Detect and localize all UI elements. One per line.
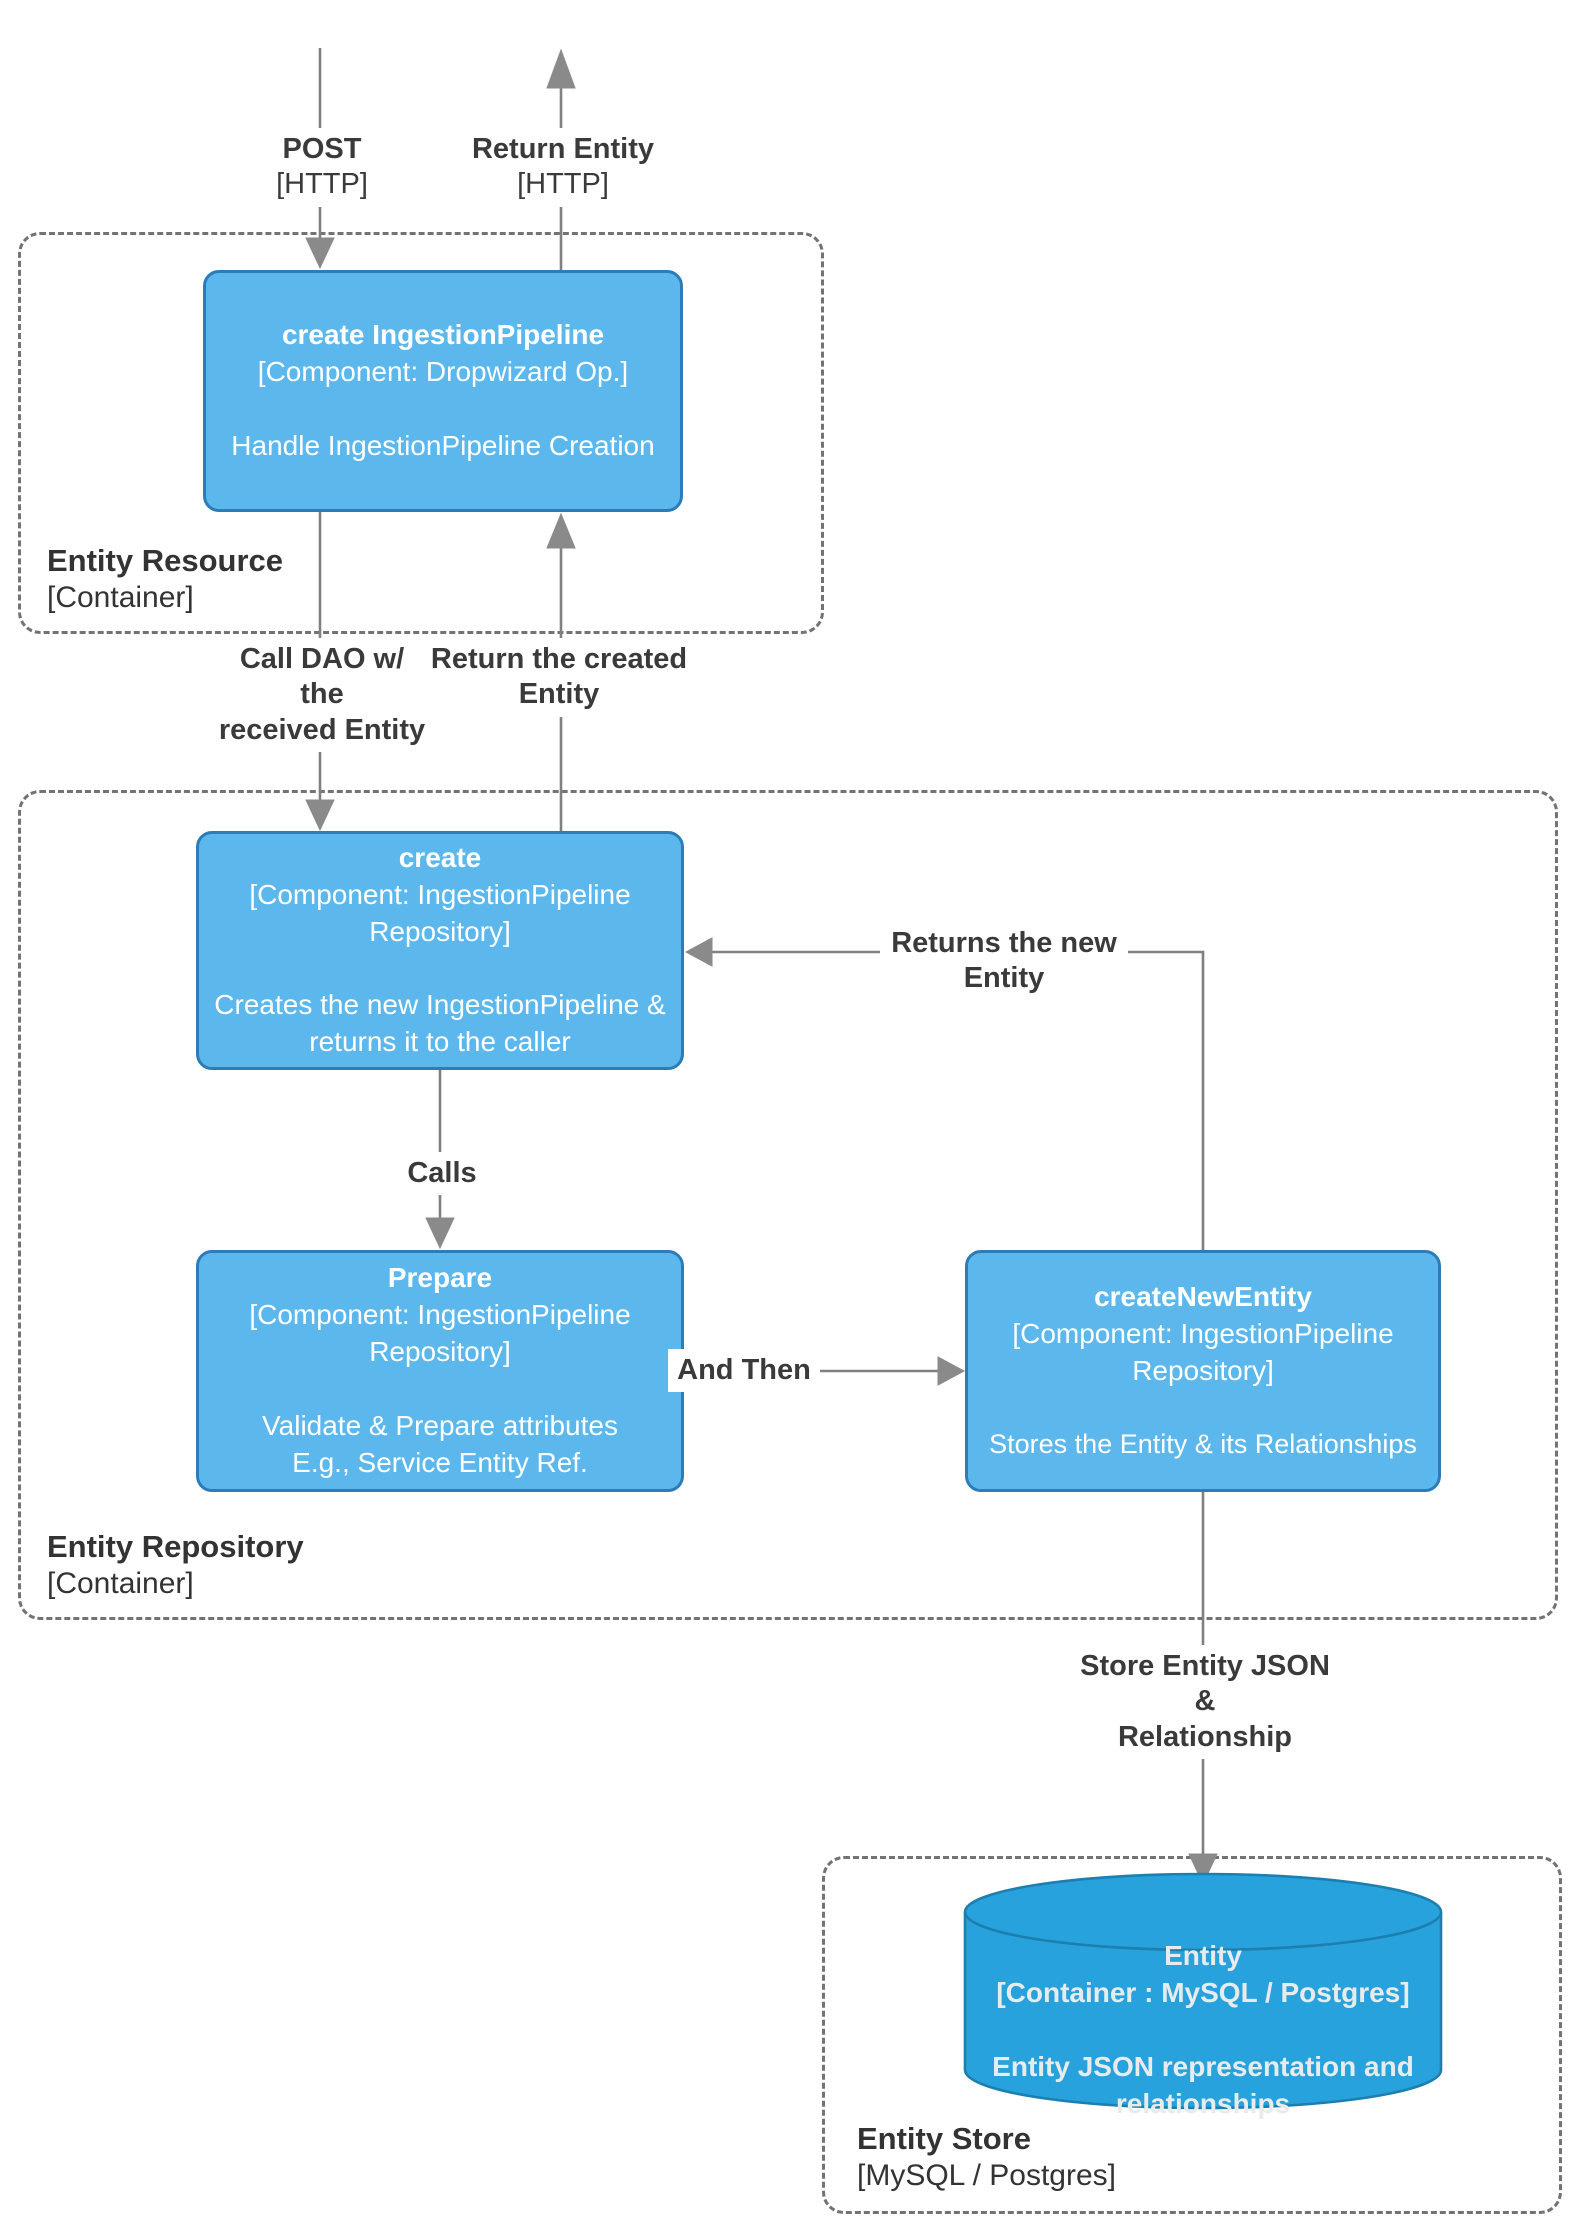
edge-label-store-entity-json: Store Entity JSON & Relationship xyxy=(1073,1645,1337,1760)
node-create-ingestion-pipeline: create IngestionPipeline [Component: Dro… xyxy=(203,270,683,512)
edge-label-post: POST [HTTP] xyxy=(228,128,416,207)
edge-label-and-then: And Then xyxy=(668,1349,820,1393)
edge-label-calls: Calls xyxy=(388,1152,496,1196)
container-name: Entity Store xyxy=(857,2121,1031,2157)
node-description-line: E.g., Service Entity Ref. xyxy=(292,1446,588,1478)
node-title: Entity xyxy=(1164,1940,1242,1971)
edge-name: POST xyxy=(282,133,362,165)
node-description-line: Validate & Prepare attributes xyxy=(262,1409,618,1441)
edge-name: Entity xyxy=(518,678,600,711)
container-entity-store-label: Entity Store [MySQL / Postgres] xyxy=(857,2121,1116,2193)
node-title: Prepare xyxy=(387,1262,493,1294)
node-entity-database: Entity [Container : MySQL / Postgres] En… xyxy=(963,1872,1443,2119)
node-meta: [Component: IngestionPipeline Repository… xyxy=(249,1299,631,1368)
node-meta: [Container : MySQL / Postgres] xyxy=(996,1976,1410,2008)
container-name: Entity Resource xyxy=(47,543,284,579)
node-description: Stores the Entity & its Relationships xyxy=(989,1429,1417,1460)
node-description: Handle IngestionPipeline Creation xyxy=(231,429,655,461)
edge-name: Returns the new xyxy=(891,927,1117,959)
edge-name: received Entity xyxy=(218,713,426,746)
edge-name: Store Entity JSON xyxy=(1080,1650,1330,1682)
node-meta: [Component: IngestionPipeline Repository… xyxy=(249,878,631,947)
node-description: Entity JSON representation and relations… xyxy=(992,2050,1414,2119)
edge-name: Call DAO w/ xyxy=(239,643,405,675)
edge-name: Return the created xyxy=(430,643,688,675)
container-name: Entity Repository xyxy=(47,1529,304,1565)
node-title: createNewEntity xyxy=(1094,1281,1312,1313)
node-create-new-entity: createNewEntity [Component: IngestionPip… xyxy=(965,1250,1441,1492)
database-cylinder-icon xyxy=(963,1872,1443,2110)
edge-name: the xyxy=(300,678,344,711)
node-meta: [Component: Dropwizard Op.] xyxy=(257,356,629,388)
node-prepare: Prepare [Component: IngestionPipeline Re… xyxy=(196,1250,684,1492)
node-description: Validate & Prepare attributes E.g., Serv… xyxy=(262,1408,618,1482)
edge-name: Entity xyxy=(963,962,1045,995)
node-meta: [Component: IngestionPipeline Repository… xyxy=(1012,1318,1394,1387)
edge-label-call-dao: Call DAO w/ the received Entity xyxy=(200,638,444,753)
database-text: Entity [Container : MySQL / Postgres] En… xyxy=(973,1938,1433,2123)
container-entity-repository: Entity Repository [Container] xyxy=(18,790,1558,1620)
node-title: create xyxy=(398,841,482,873)
arrow-returns-new-entity xyxy=(684,937,1205,1250)
container-entity-resource-label: Entity Resource [Container] xyxy=(47,543,283,615)
edge-name: Relationship xyxy=(1117,1720,1292,1753)
container-entity-resource: Entity Resource [Container] xyxy=(18,232,824,634)
container-type: [Container] xyxy=(47,580,194,614)
edge-name: Calls xyxy=(407,1157,477,1189)
edge-name: & xyxy=(1194,1685,1216,1718)
edge-label-return-created: Return the created Entity xyxy=(425,638,693,717)
node-description: Creates the new IngestionPipeline & retu… xyxy=(214,989,666,1058)
node-create: create [Component: IngestionPipeline Rep… xyxy=(196,831,684,1070)
edge-name: And Then xyxy=(677,1354,811,1386)
edge-protocol: [HTTP] xyxy=(276,168,368,201)
edge-label-return-entity: Return Entity [HTTP] xyxy=(448,128,678,207)
node-title: create IngestionPipeline xyxy=(281,319,605,351)
edge-protocol: [HTTP] xyxy=(517,168,609,201)
container-type: [MySQL / Postgres] xyxy=(857,2158,1116,2192)
edge-name: Return Entity xyxy=(471,133,655,165)
edge-label-returns-new-entity: Returns the new Entity xyxy=(880,922,1128,1001)
container-entity-repository-label: Entity Repository [Container] xyxy=(47,1529,304,1601)
container-type: [Container] xyxy=(47,1566,194,1600)
